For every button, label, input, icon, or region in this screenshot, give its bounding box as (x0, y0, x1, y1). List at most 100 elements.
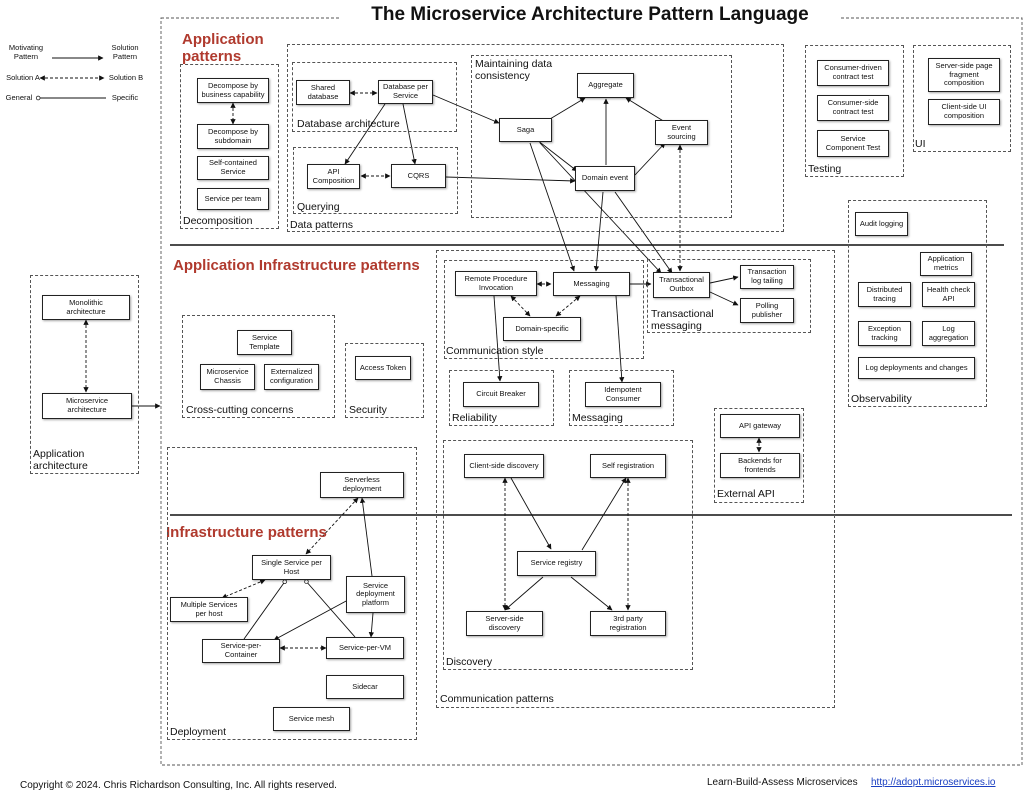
node-decompose-by-subdomain[interactable]: Decompose by subdomain (197, 124, 269, 149)
group-transactional-messaging (647, 259, 811, 333)
node-consumer-side-contract-test[interactable]: Consumer-side contract test (817, 95, 889, 121)
label-database-architecture: Database architecture (297, 118, 400, 130)
label-discovery: Discovery (446, 656, 493, 668)
legend-solution-b: Solution B (108, 73, 144, 82)
node-microservice-chassis[interactable]: Microservice Chassis (200, 364, 255, 390)
node-3rd-party-registration[interactable]: 3rd party registration (590, 611, 666, 636)
group-maintaining-data-consistency (471, 55, 732, 218)
node-shared-database[interactable]: Shared database (296, 80, 350, 105)
group-security (345, 343, 424, 418)
group-data-patterns (287, 44, 784, 232)
label-maintaining-data-consistency: Maintaining data consistency (475, 58, 553, 83)
node-server-side-discovery[interactable]: Server-side discovery (466, 611, 543, 636)
group-testing (805, 45, 904, 177)
group-communication-patterns (436, 250, 835, 708)
node-service-template[interactable]: Service Template (237, 330, 292, 355)
node-service-mesh[interactable]: Service mesh (273, 707, 350, 731)
group-application-architecture (30, 275, 139, 474)
node-messaging[interactable]: Messaging (553, 272, 630, 296)
node-polling-publisher[interactable]: Polling publisher (740, 298, 794, 323)
node-service-registry[interactable]: Service registry (517, 551, 596, 576)
group-ui (913, 45, 1011, 152)
node-log-aggregation[interactable]: Log aggregation (922, 321, 975, 346)
node-distributed-tracing[interactable]: Distributed tracing (858, 282, 911, 307)
node-service-per-team[interactable]: Service per team (197, 188, 269, 210)
node-domain-event[interactable]: Domain event (575, 166, 635, 191)
node-database-per-service[interactable]: Database per Service (378, 80, 433, 104)
node-audit-logging[interactable]: Audit logging (855, 212, 908, 236)
node-server-side-page-fragment-composition[interactable]: Server-side page fragment composition (928, 58, 1000, 92)
node-transaction-log-tailing[interactable]: Transaction log tailing (740, 265, 794, 289)
node-saga[interactable]: Saga (499, 118, 552, 142)
section-application-patterns: Application patterns (182, 31, 264, 65)
node-service-deployment-platform[interactable]: Service deployment platform (346, 576, 405, 613)
group-observability (848, 200, 987, 407)
label-reliability: Reliability (452, 412, 497, 424)
node-api-gateway[interactable]: API gateway (720, 414, 800, 438)
node-service-component-test[interactable]: Service Component Test (817, 130, 889, 157)
label-decomposition: Decomposition (183, 215, 253, 227)
group-communication-style (444, 260, 644, 359)
node-serverless-deployment[interactable]: Serverless deployment (320, 472, 404, 498)
label-testing: Testing (808, 163, 842, 175)
node-health-check-api[interactable]: Health check API (922, 282, 975, 307)
node-access-token[interactable]: Access Token (355, 356, 411, 380)
label-communication-style: Communication style (446, 345, 544, 357)
legend-solution-a: Solution A (6, 73, 40, 82)
group-discovery (443, 440, 693, 670)
node-event-sourcing[interactable]: Event sourcing (655, 120, 708, 145)
node-self-contained-service[interactable]: Self-contained Service (197, 156, 269, 180)
node-client-side-ui-composition[interactable]: Client-side UI composition (928, 99, 1000, 125)
diagram-title: The Microservice Architecture Pattern La… (340, 4, 840, 26)
group-decomposition (180, 64, 279, 229)
node-single-service-per-host[interactable]: Single Service per Host (252, 555, 331, 580)
node-sidecar[interactable]: Sidecar (326, 675, 404, 699)
node-api-composition[interactable]: API Composition (307, 164, 360, 189)
node-multiple-services-per-host[interactable]: Multiple Services per host (170, 597, 248, 622)
node-service-per-container[interactable]: Service-per- Container (202, 639, 280, 663)
node-consumer-driven-contract-test[interactable]: Consumer-driven contract test (817, 60, 889, 86)
node-log-deployments-and-changes[interactable]: Log deployments and changes (858, 357, 975, 379)
node-idempotent-consumer[interactable]: Idempotent Consumer (585, 382, 661, 407)
node-client-side-discovery[interactable]: Client-side discovery (464, 454, 544, 478)
label-application-architecture: Application architecture (33, 448, 88, 473)
group-cross-cutting-concerns (182, 315, 335, 418)
node-decompose-by-business-capability[interactable]: Decompose by business capability (197, 78, 269, 103)
node-remote-procedure-invocation[interactable]: Remote Procedure Invocation (455, 271, 537, 296)
node-monolithic-architecture[interactable]: Monolithic architecture (42, 295, 130, 320)
node-application-metrics[interactable]: Application metrics (920, 252, 972, 276)
node-self-registration[interactable]: Self registration (590, 454, 666, 478)
copyright-text: Copyright © 2024. Chris Richardson Consu… (20, 780, 337, 791)
node-backends-for-frontends[interactable]: Backends for frontends (720, 453, 800, 478)
group-messaging (569, 370, 674, 426)
group-reliability (449, 370, 554, 426)
node-cqrs[interactable]: CQRS (391, 164, 446, 188)
adopt-microservices-link[interactable]: http://adopt.microservices.io (871, 777, 996, 788)
node-exception-tracking[interactable]: Exception tracking (858, 321, 911, 346)
node-aggregate[interactable]: Aggregate (577, 73, 634, 98)
tagline-text: Learn-Build-Assess Microservices (707, 777, 858, 788)
node-circuit-breaker[interactable]: Circuit Breaker (463, 382, 539, 407)
label-transactional-messaging: Transactional messaging (651, 308, 714, 333)
node-externalized-configuration[interactable]: Externalized configuration (264, 364, 319, 390)
group-querying (293, 147, 458, 214)
node-transactional-outbox[interactable]: Transactional Outbox (653, 272, 710, 298)
section-infrastructure: Infrastructure patterns (166, 524, 327, 541)
legend-specific: Specific (111, 93, 139, 102)
group-database-architecture (292, 62, 457, 132)
label-querying: Querying (297, 201, 340, 213)
label-cross-cutting-concerns: Cross-cutting concerns (186, 404, 294, 416)
node-microservice-architecture[interactable]: Microservice architecture (42, 393, 132, 419)
node-domain-specific[interactable]: Domain-specific (503, 317, 581, 341)
section-application-infrastructure: Application Infrastructure patterns (173, 257, 420, 274)
label-messaging: Messaging (572, 412, 623, 424)
label-deployment: Deployment (170, 726, 227, 738)
label-communication-patterns: Communication patterns (440, 693, 554, 705)
legend-solution: Solution Pattern (111, 43, 139, 61)
group-deployment (167, 447, 417, 740)
label-data-patterns: Data patterns (290, 219, 354, 231)
node-service-per-vm[interactable]: Service-per-VM (326, 637, 404, 659)
label-ui: UI (915, 138, 926, 150)
group-external-api (714, 408, 804, 503)
